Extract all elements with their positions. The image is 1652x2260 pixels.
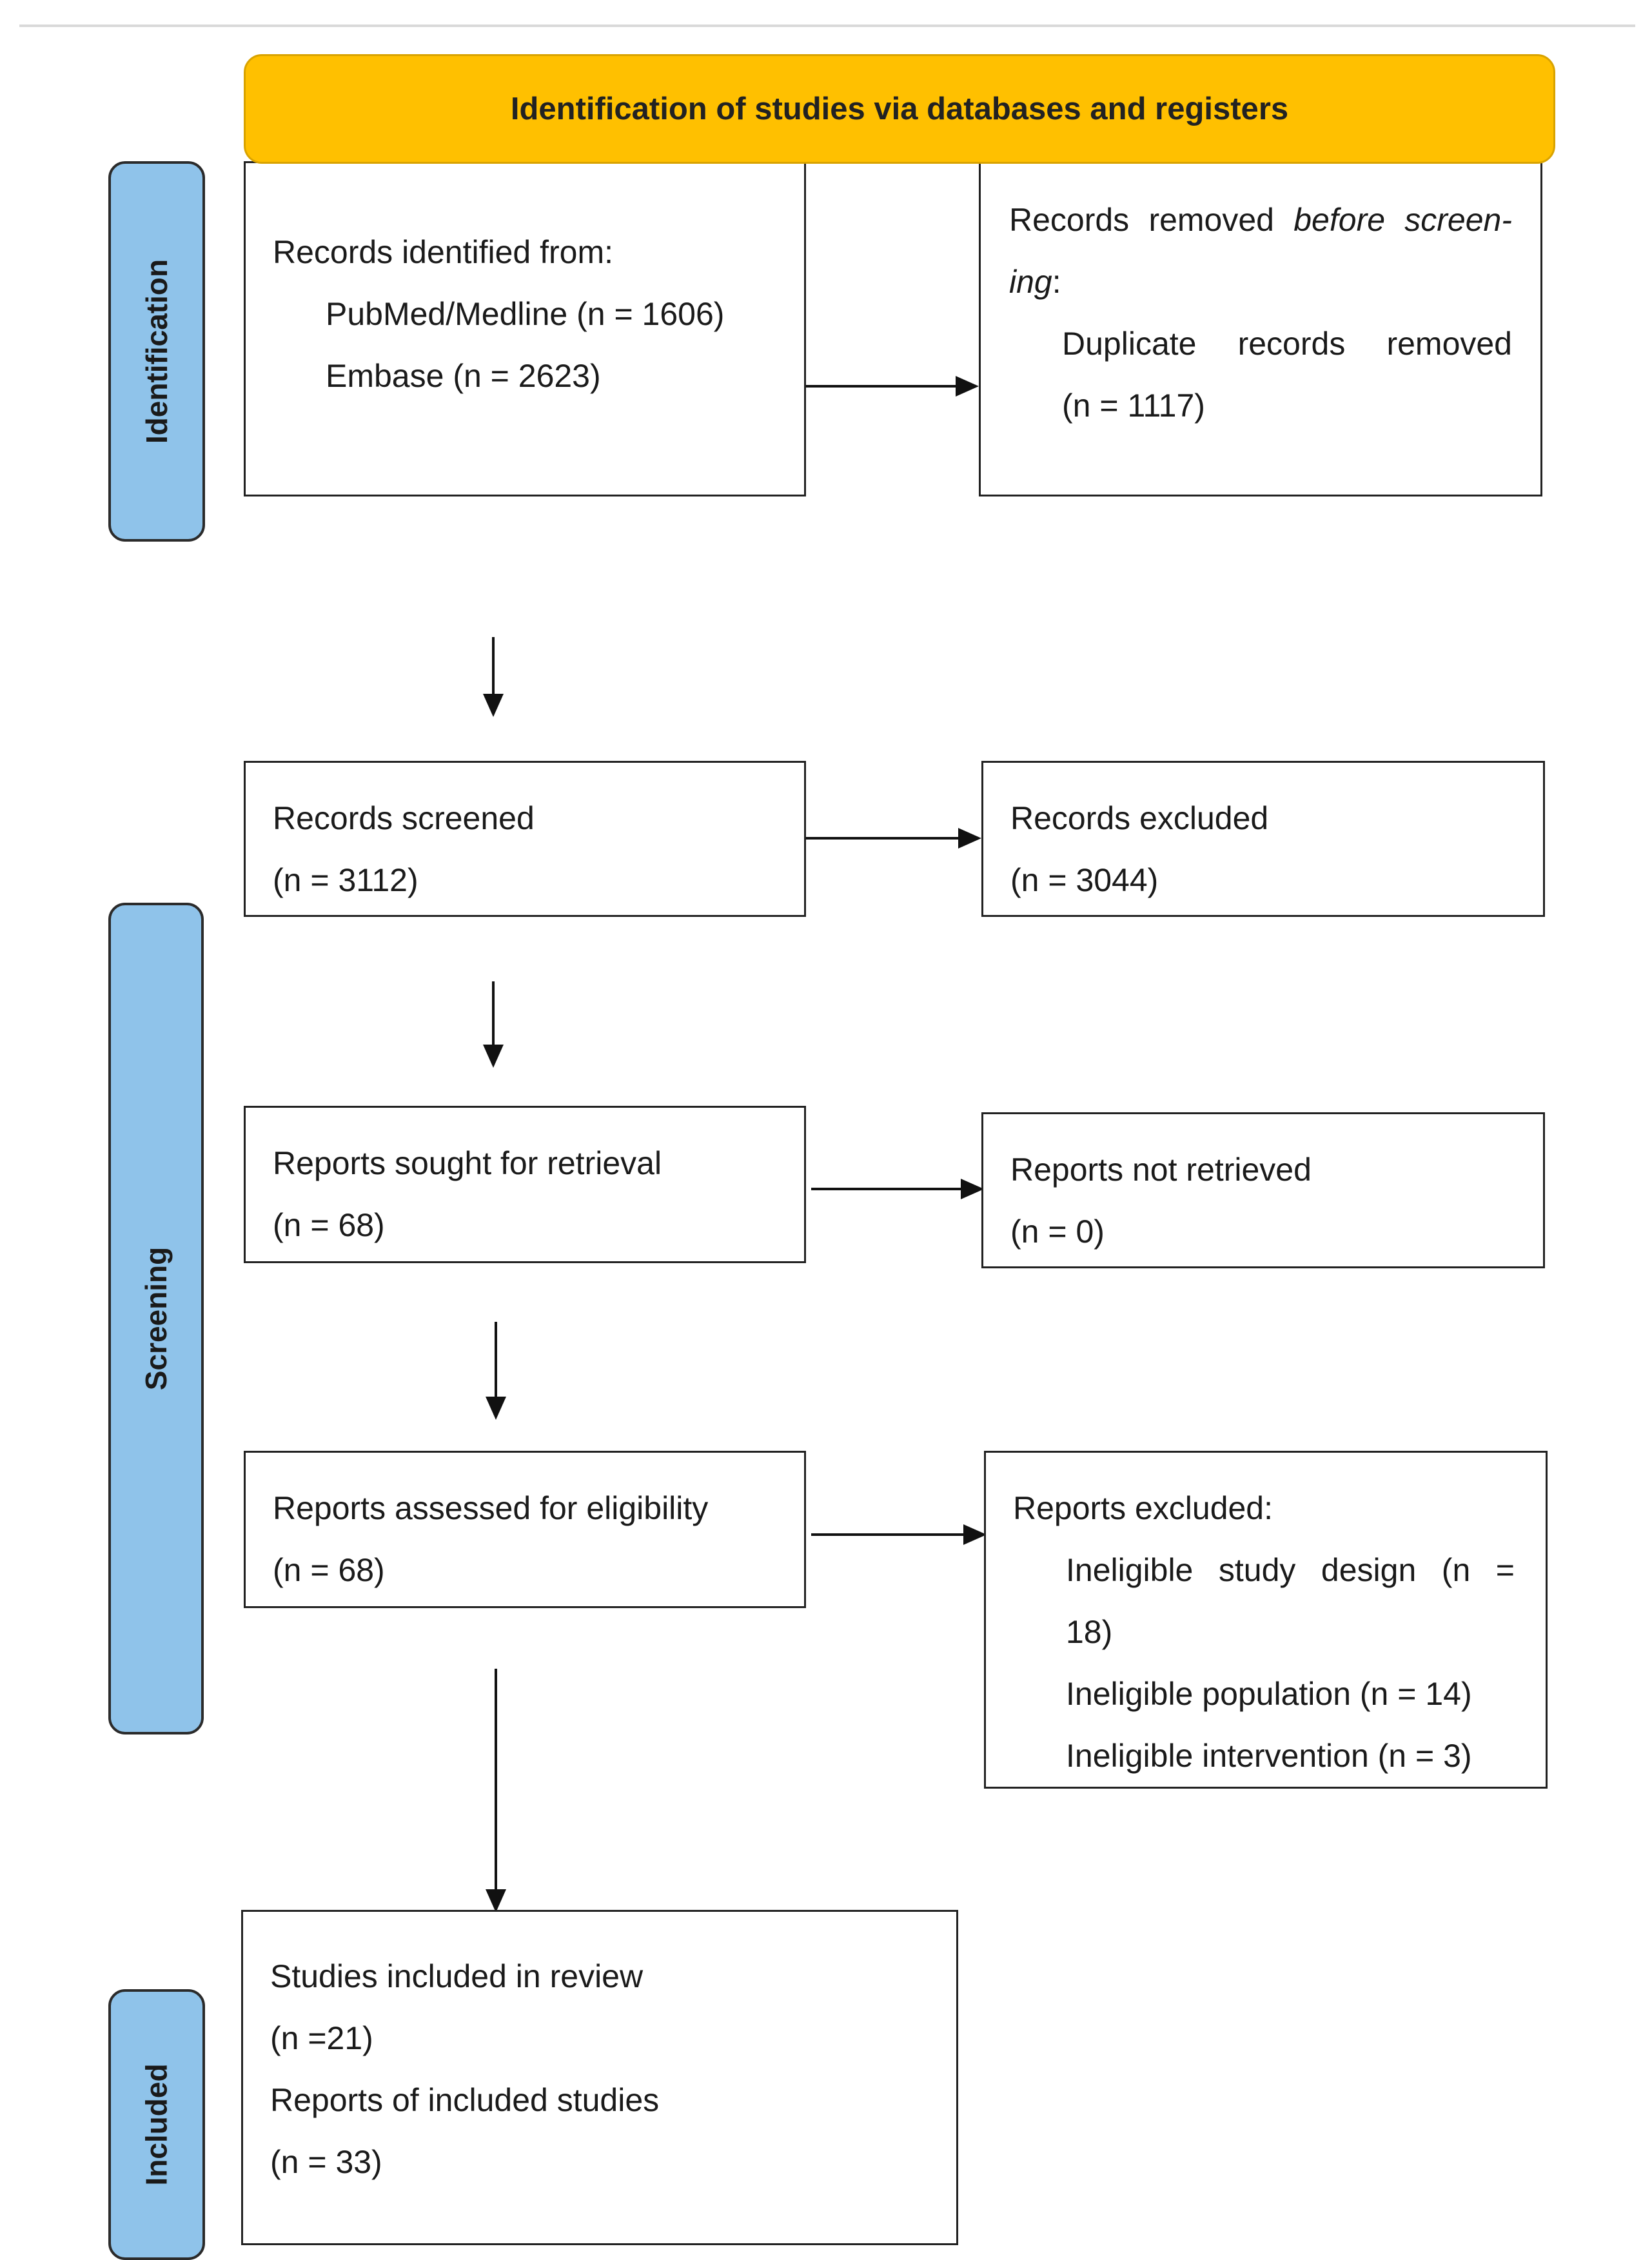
records-removed-heading-cont: ing: (1009, 251, 1512, 313)
connector-screened-sought (492, 981, 495, 1046)
reports-assessed-label: Reports assessed for eligibility (273, 1490, 709, 1526)
top-divider (19, 25, 1635, 27)
records-removed-emphasis: before screen- (1293, 202, 1513, 238)
records-removed-emphasis-cont: ing (1009, 264, 1052, 300)
arrowhead-screened-sought (483, 1045, 504, 1068)
source-pubmed: PubMed/Medline (n = 1606) (326, 296, 725, 332)
connector-assessed-included (495, 1669, 497, 1892)
reports-assessed-box: Reports assessed for eligibility (n = 68… (244, 1451, 806, 1608)
arrowhead-screened-excluded (958, 828, 981, 849)
ineligible-population: Ineligible population (n = 14) (1066, 1676, 1472, 1712)
reports-included-count: (n = 33) (270, 2144, 382, 2180)
banner-title: Identification of studies via databases … (510, 92, 1289, 126)
connector-assessed-excluded (811, 1533, 971, 1536)
records-excluded-label: Records excluded (1010, 800, 1269, 836)
records-removed-heading: Records removed before screen- (1009, 189, 1512, 251)
reports-sought-box: Reports sought for retrieval (n = 68) (244, 1106, 806, 1263)
phase-included: Included (108, 1989, 205, 2260)
records-excluded-box: Records excluded (n = 3044) (981, 761, 1545, 917)
records-identified-box: Records identified from: PubMed/Medline … (244, 161, 806, 496)
arrowhead-sought-not-retrieved (961, 1179, 984, 1199)
ineligible-design-label: Ineligible study design (n = (1066, 1552, 1515, 1588)
records-identified-heading: Records identified from: (273, 234, 614, 270)
arrowhead-sought-assessed (486, 1397, 506, 1420)
phase-identification-label: Identification (140, 259, 174, 444)
arrowhead-assessed-excluded (963, 1524, 987, 1545)
records-removed-colon: : (1052, 264, 1061, 300)
records-screened-box: Records screened (n = 3112) (244, 761, 806, 917)
arrowhead-identified-screened (483, 694, 504, 717)
reports-not-retrieved-label: Reports not retrieved (1010, 1152, 1312, 1188)
reports-assessed-count: (n = 68) (273, 1552, 385, 1588)
duplicate-records-count: (n = 1117) (1062, 388, 1205, 424)
records-removed-box: Records removed before screen- ing: Dupl… (979, 161, 1542, 496)
connector-sought-not-retrieved (811, 1188, 969, 1190)
records-screened-label: Records screened (273, 800, 535, 836)
reports-not-retrieved-box: Reports not retrieved (n = 0) (981, 1112, 1545, 1268)
ineligible-design-count: 18) (1066, 1614, 1113, 1650)
reports-sought-label: Reports sought for retrieval (273, 1145, 662, 1181)
reports-excluded-heading: Reports excluded: (1013, 1490, 1273, 1526)
connector-identified-removed (806, 385, 963, 388)
duplicate-records-label: Duplicate records removed (1062, 326, 1512, 362)
phase-screening: Screening (108, 903, 204, 1734)
reports-not-retrieved-count: (n = 0) (1010, 1214, 1105, 1250)
source-embase: Embase (n = 2623) (326, 358, 601, 394)
studies-included-count: (n =21) (270, 2020, 373, 2056)
records-excluded-count: (n = 3044) (1010, 862, 1159, 898)
studies-included-box: Studies included in review (n =21) Repor… (241, 1910, 958, 2245)
reports-sought-count: (n = 68) (273, 1207, 385, 1243)
identification-banner: Identification of studies via databases … (244, 54, 1555, 164)
reports-included-label: Reports of included studies (270, 2082, 660, 2118)
connector-sought-assessed (495, 1322, 497, 1399)
arrowhead-assessed-included (486, 1889, 506, 1912)
records-screened-count: (n = 3112) (273, 862, 418, 898)
phase-screening-label: Screening (139, 1246, 173, 1391)
phase-included-label: Included (140, 2063, 173, 2186)
connector-identified-screened (492, 637, 495, 694)
reports-excluded-box: Reports excluded: Ineligible study desig… (984, 1451, 1548, 1789)
studies-included-label: Studies included in review (270, 1958, 644, 1994)
phase-identification: Identification (108, 161, 205, 542)
records-removed-prefix: Records removed (1009, 202, 1294, 238)
ineligible-intervention: Ineligible intervention (n = 3) (1066, 1738, 1472, 1774)
connector-screened-excluded (806, 837, 966, 840)
arrowhead-identified-removed (956, 376, 979, 397)
